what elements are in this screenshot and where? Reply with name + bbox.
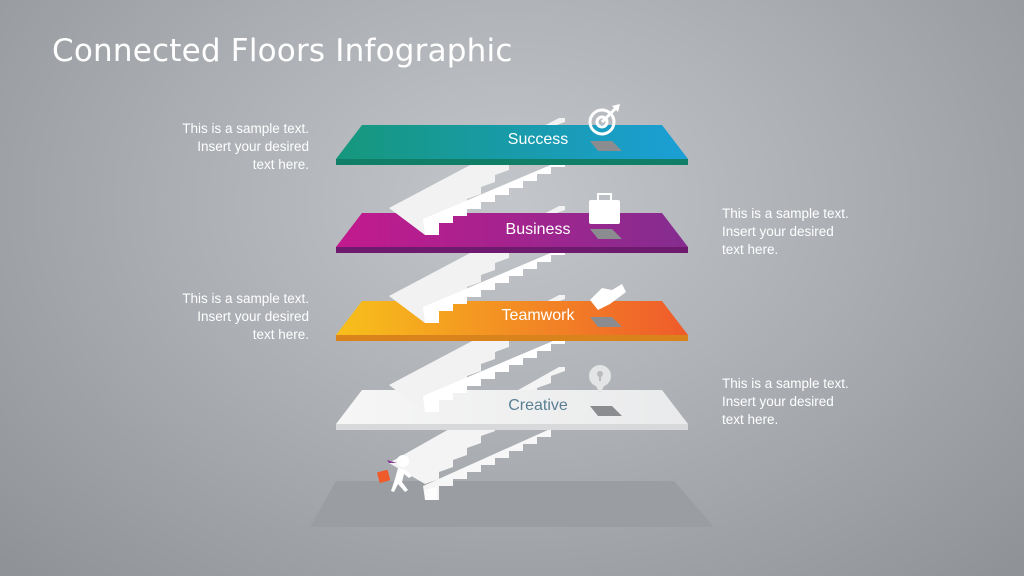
note-business: This is a sample text. Insert your desir… — [722, 206, 849, 257]
running-man-icon — [377, 455, 412, 492]
floor-label-business: Business — [505, 221, 571, 238]
lightbulb-icon — [589, 365, 611, 394]
floor-label-creative: Creative — [508, 397, 568, 414]
briefcase-icon — [589, 193, 620, 224]
note-teamwork: This is a sample text. Insert your desir… — [182, 291, 309, 342]
handshake-icon — [590, 284, 626, 310]
note-success: This is a sample text. Insert your desir… — [182, 121, 309, 172]
floor-label-teamwork: Teamwork — [501, 307, 575, 324]
floor-label-success: Success — [507, 131, 569, 148]
target-icon — [588, 104, 620, 136]
page-title: Connected Floors Infographic — [52, 33, 513, 69]
ground-floor — [310, 481, 714, 527]
note-creative: This is a sample text. Insert your desir… — [722, 376, 849, 427]
